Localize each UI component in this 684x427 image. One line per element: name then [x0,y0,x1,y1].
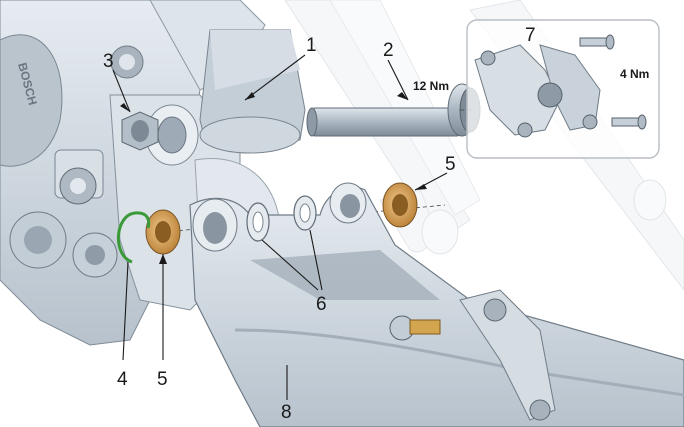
callout-6: 6 [316,294,327,315]
bushing-icon [382,182,418,228]
callout-8: 8 [281,402,292,423]
pivot-nut [121,111,159,151]
bushing-icon [145,209,181,255]
circlip-icon [117,211,151,264]
torque-inset: 4 Nm [620,67,649,81]
washers [246,195,317,242]
link-cover [199,29,306,154]
callout-2: 2 [383,40,394,61]
callout-1: 1 [306,35,317,56]
bolt-icon [579,34,615,50]
bolt-icon [611,114,647,130]
leader-lines [112,54,448,400]
callout-3: 3 [103,51,114,72]
torque-axle: 12 Nm [413,79,449,93]
shock-linkage [389,289,556,421]
callout-5-left: 5 [157,369,168,390]
drive-gear [59,167,97,205]
callout-7: 7 [525,25,536,46]
callout-5-right: 5 [445,154,456,175]
detail-inset [466,19,660,159]
bolt-icon [389,315,441,341]
callout-4: 4 [117,369,128,390]
